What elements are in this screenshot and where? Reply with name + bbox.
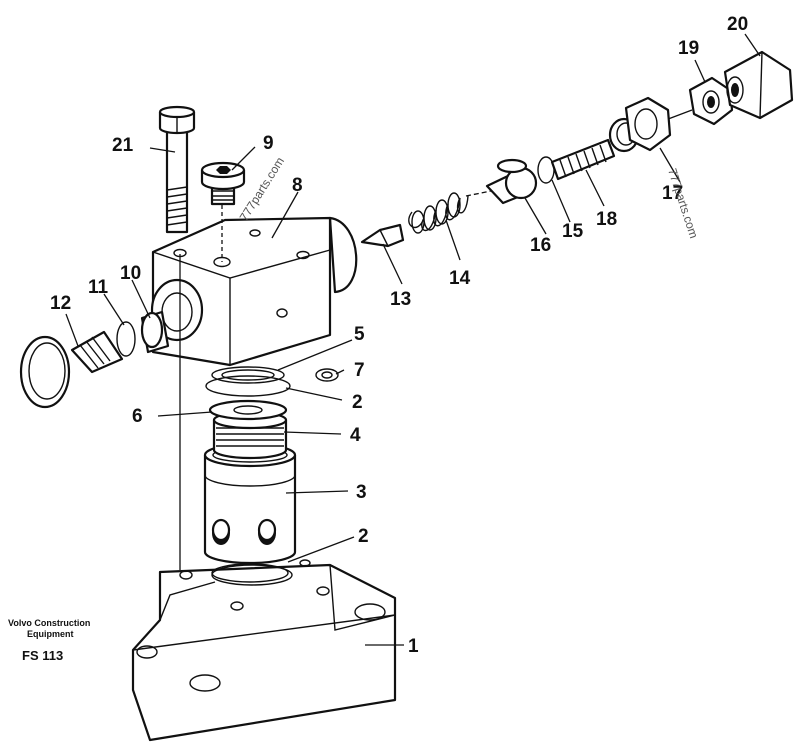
watermark-center: 777parts.com bbox=[237, 155, 287, 224]
label-10: 10 bbox=[120, 263, 141, 284]
part-19-nut bbox=[688, 76, 734, 126]
label-4: 4 bbox=[350, 425, 361, 446]
part-14-spring bbox=[408, 192, 469, 234]
part-15-ring bbox=[537, 156, 555, 184]
part-16-spring-guide bbox=[485, 158, 538, 205]
label-14: 14 bbox=[449, 268, 471, 289]
label-2-lower: 2 bbox=[358, 526, 369, 547]
caption-maker-line1: Volvo Construction bbox=[8, 618, 90, 628]
caption-code: FS 113 bbox=[22, 648, 63, 663]
part-20-cap-nut bbox=[723, 50, 794, 120]
part-1-base-housing bbox=[131, 559, 397, 742]
label-5: 5 bbox=[354, 324, 365, 345]
label-12: 12 bbox=[50, 293, 71, 314]
leader-lines bbox=[65, 33, 761, 646]
part-9-plug-screw bbox=[200, 161, 246, 206]
label-9: 9 bbox=[263, 133, 274, 154]
part-2-upper-o-ring bbox=[205, 375, 291, 397]
part-6-disc bbox=[208, 399, 288, 421]
part-5-seal-ring bbox=[211, 366, 285, 384]
label-8: 8 bbox=[292, 175, 303, 196]
label-13: 13 bbox=[390, 289, 411, 310]
label-15: 15 bbox=[562, 221, 584, 242]
diagram-caption: Volvo Construction Equipment FS 113 bbox=[8, 618, 90, 663]
part-7-small-ring bbox=[315, 368, 339, 382]
label-3: 3 bbox=[356, 482, 367, 503]
label-20: 20 bbox=[727, 14, 748, 35]
part-number-labels: 1 2 2 3 4 5 6 7 8 9 10 11 12 13 14 15 16… bbox=[50, 14, 748, 657]
label-17: 17 bbox=[662, 183, 683, 204]
label-16: 16 bbox=[530, 235, 551, 256]
label-7: 7 bbox=[354, 360, 365, 381]
label-19: 19 bbox=[678, 38, 699, 59]
part-10-bushing bbox=[140, 310, 170, 354]
part-17-lock-nut bbox=[624, 96, 672, 152]
part-11-ring bbox=[116, 321, 136, 357]
label-21: 21 bbox=[112, 135, 134, 156]
part-12-plug bbox=[19, 330, 124, 409]
label-2-upper: 2 bbox=[352, 392, 363, 413]
part-21-bolt bbox=[158, 105, 196, 234]
part-3-sleeve bbox=[203, 442, 297, 565]
part-18-adjusting-screw bbox=[550, 117, 640, 181]
part-13-poppet-cone bbox=[360, 223, 405, 248]
label-18: 18 bbox=[596, 209, 617, 230]
label-6: 6 bbox=[132, 406, 143, 427]
part-8-valve-body bbox=[150, 216, 358, 367]
label-11: 11 bbox=[88, 277, 109, 298]
label-1: 1 bbox=[408, 636, 419, 657]
caption-maker-line2: Equipment bbox=[27, 629, 74, 639]
